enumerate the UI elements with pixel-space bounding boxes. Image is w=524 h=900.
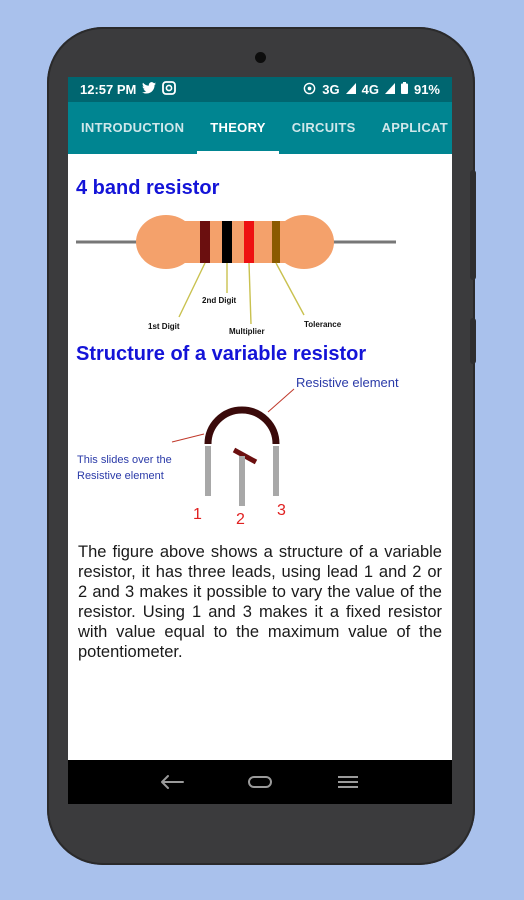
tab-bar: INTRODUCTION THEORY CIRCUITS APPLICAT xyxy=(68,102,452,154)
network-3g-label: 3G xyxy=(322,82,340,97)
resistive-element-arc xyxy=(204,406,280,445)
tab-applications[interactable]: APPLICAT xyxy=(381,120,448,135)
theory-content: 4 band resistor 1st Digit 2nd Digit Mult… xyxy=(68,177,452,662)
lead-1 xyxy=(205,446,211,496)
label-lead-3: 3 xyxy=(277,502,286,519)
menu-lines-icon xyxy=(338,776,358,788)
band-tolerance xyxy=(272,221,280,263)
instagram-icon xyxy=(162,81,177,98)
heading-variable-resistor: Structure of a variable resistor xyxy=(76,343,367,365)
resistor-body xyxy=(166,221,304,263)
label-slides-line1: This slides over the xyxy=(77,454,172,466)
label-lead-1: 1 xyxy=(193,506,202,523)
heading-4-band-resistor: 4 band resistor xyxy=(76,177,220,199)
signal-icon-2 xyxy=(384,82,395,97)
hotspot-icon xyxy=(303,82,316,98)
band-1st-digit xyxy=(200,221,210,263)
label-2nd-digit: 2nd Digit xyxy=(202,296,237,305)
label-lead-2: 2 xyxy=(236,511,245,528)
tab-introduction[interactable]: INTRODUCTION xyxy=(81,120,185,135)
band-multiplier xyxy=(244,221,254,263)
band-2nd-digit xyxy=(222,221,232,263)
app-screen: 12:57 PM 3G 4G 91% xyxy=(68,77,452,804)
back-arrow-icon xyxy=(161,775,184,789)
label-multiplier: Multiplier xyxy=(229,327,265,336)
label-tolerance: Tolerance xyxy=(304,320,342,329)
label-slides-line2: Resistive element xyxy=(77,470,164,482)
volume-button xyxy=(470,170,476,280)
home-button[interactable] xyxy=(240,767,280,797)
power-button xyxy=(470,318,476,364)
tab-circuits[interactable]: CIRCUITS xyxy=(291,120,356,135)
label-1st-digit: 1st Digit xyxy=(148,322,180,331)
label-resistive-element: Resistive element xyxy=(296,375,399,390)
home-pill-icon xyxy=(248,776,272,788)
lead-3 xyxy=(273,446,279,496)
front-camera xyxy=(255,52,266,63)
battery-level: 91% xyxy=(413,82,440,97)
recents-button[interactable] xyxy=(328,767,368,797)
resistor-diagram: 1st Digit 2nd Digit Multiplier Tolerance xyxy=(76,215,396,336)
variable-resistor-diagram: Resistive element This slides over the R… xyxy=(77,375,399,528)
status-time: 12:57 PM xyxy=(80,82,137,97)
twitter-icon xyxy=(142,82,157,97)
theory-paragraph: The figure above shows a structure of a … xyxy=(78,543,442,661)
back-button[interactable] xyxy=(152,767,192,797)
network-4g-label: 4G xyxy=(361,82,379,97)
system-navigation-bar xyxy=(68,760,452,804)
lead-2 xyxy=(239,456,245,506)
battery-icon xyxy=(400,82,408,97)
status-bar: 12:57 PM 3G 4G 91% xyxy=(68,77,452,102)
tab-theory[interactable]: THEORY xyxy=(197,102,279,154)
signal-icon xyxy=(345,82,356,97)
